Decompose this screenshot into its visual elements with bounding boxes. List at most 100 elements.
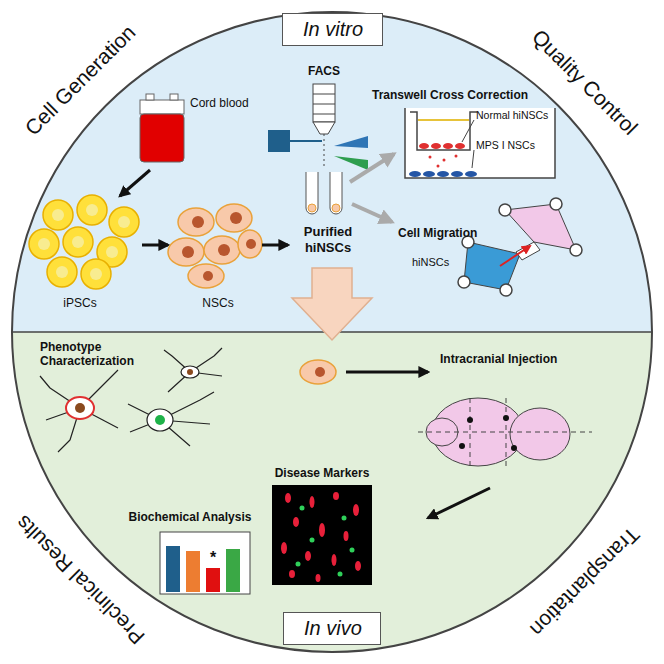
marker-image bbox=[272, 485, 372, 585]
art-shape bbox=[56, 266, 68, 278]
art-shape bbox=[499, 204, 511, 216]
transwell bbox=[405, 108, 555, 178]
art-shape bbox=[47, 257, 77, 287]
art-shape bbox=[40, 370, 118, 452]
art-shape bbox=[550, 198, 562, 210]
art-shape bbox=[334, 156, 368, 170]
art-shape bbox=[443, 159, 446, 162]
step-title: Disease Markers bbox=[275, 466, 370, 480]
part-label: hiNSCs bbox=[412, 256, 449, 269]
art-shape bbox=[66, 397, 94, 419]
art-shape bbox=[451, 171, 463, 177]
art-shape bbox=[510, 408, 570, 460]
art-shape bbox=[300, 506, 305, 511]
flow-arrow bbox=[142, 244, 168, 247]
art-shape bbox=[186, 551, 200, 592]
flow-arrow bbox=[352, 204, 392, 222]
art-shape bbox=[410, 112, 477, 150]
art-shape bbox=[90, 268, 102, 280]
ipsc-nuclei bbox=[38, 204, 130, 280]
art-shape bbox=[313, 84, 335, 122]
art-shape bbox=[355, 561, 361, 571]
art-shape bbox=[350, 548, 355, 553]
art-shape bbox=[164, 348, 222, 392]
art-shape bbox=[160, 532, 250, 594]
art-shape bbox=[155, 415, 165, 425]
section-title: Cell Generation bbox=[20, 20, 141, 141]
step-title: Intracranial Injection bbox=[440, 352, 557, 366]
art-shape bbox=[313, 114, 335, 115]
art-shape bbox=[516, 242, 540, 260]
art-shape bbox=[109, 207, 139, 237]
art-shape bbox=[140, 100, 184, 114]
part-label: Purified hiNSCs bbox=[293, 224, 363, 255]
blood-bag bbox=[140, 94, 184, 162]
art-shape bbox=[324, 134, 325, 168]
art-shape bbox=[506, 398, 507, 466]
stage-box: In vivo bbox=[283, 612, 381, 645]
art-shape bbox=[310, 538, 315, 543]
art-shape bbox=[188, 264, 224, 288]
art-shape bbox=[285, 493, 291, 503]
art-shape bbox=[462, 120, 474, 142]
circle-ground bbox=[12, 12, 652, 652]
significance-mark: * bbox=[210, 548, 216, 567]
art-shape bbox=[43, 200, 73, 230]
art-shape bbox=[423, 171, 435, 177]
art-shape bbox=[409, 171, 421, 177]
art-shape bbox=[313, 94, 335, 95]
art-shape bbox=[290, 140, 322, 142]
box-label: In vivo bbox=[304, 617, 360, 640]
section-title: Preclinical Results bbox=[10, 510, 149, 649]
flow-arrow bbox=[428, 488, 490, 518]
art-shape bbox=[52, 209, 64, 221]
art-shape bbox=[206, 568, 220, 592]
art-shape bbox=[500, 284, 512, 296]
art-shape bbox=[63, 227, 93, 257]
stage-box: In vitro bbox=[282, 13, 383, 46]
art-shape bbox=[226, 549, 240, 592]
flow-arrow bbox=[120, 170, 150, 196]
art-shape bbox=[429, 155, 458, 168]
art-shape bbox=[203, 271, 213, 281]
facs-sorter bbox=[268, 84, 368, 214]
art-shape bbox=[147, 409, 173, 431]
flow-arrow bbox=[346, 371, 428, 374]
art-shape bbox=[500, 246, 530, 266]
art-shape bbox=[459, 415, 517, 451]
art-shape bbox=[330, 172, 342, 214]
flow-arrow bbox=[350, 154, 394, 182]
art-shape bbox=[268, 130, 290, 152]
art-shape bbox=[168, 238, 204, 266]
art-shape bbox=[458, 276, 470, 288]
art-shape bbox=[306, 172, 318, 214]
step-title: Phenotype Characterization bbox=[40, 340, 160, 369]
art-shape bbox=[218, 244, 230, 256]
art-shape bbox=[405, 108, 555, 178]
art-shape bbox=[12, 12, 652, 652]
art-shape bbox=[316, 574, 321, 582]
art-shape bbox=[455, 155, 458, 158]
art-shape bbox=[230, 212, 242, 224]
art-shape bbox=[128, 392, 214, 446]
art-shape bbox=[310, 496, 315, 508]
art-shape bbox=[332, 554, 337, 566]
art-shape bbox=[289, 570, 295, 578]
art-shape bbox=[342, 516, 347, 521]
big-arrow bbox=[292, 268, 372, 340]
part-label: Cord blood bbox=[190, 96, 249, 110]
art-shape bbox=[77, 195, 107, 225]
step-title: Transwell Cross Correction bbox=[372, 88, 528, 102]
art-shape bbox=[204, 236, 240, 264]
art-shape bbox=[333, 492, 339, 500]
art-shape bbox=[192, 216, 204, 228]
part-label: Normal hiNSCs bbox=[476, 109, 548, 122]
art-shape bbox=[319, 523, 325, 537]
art-shape bbox=[464, 242, 520, 290]
art-shape bbox=[313, 122, 335, 134]
art-shape bbox=[455, 143, 465, 149]
art-shape bbox=[419, 143, 465, 149]
part-label: NSCs bbox=[202, 296, 233, 310]
